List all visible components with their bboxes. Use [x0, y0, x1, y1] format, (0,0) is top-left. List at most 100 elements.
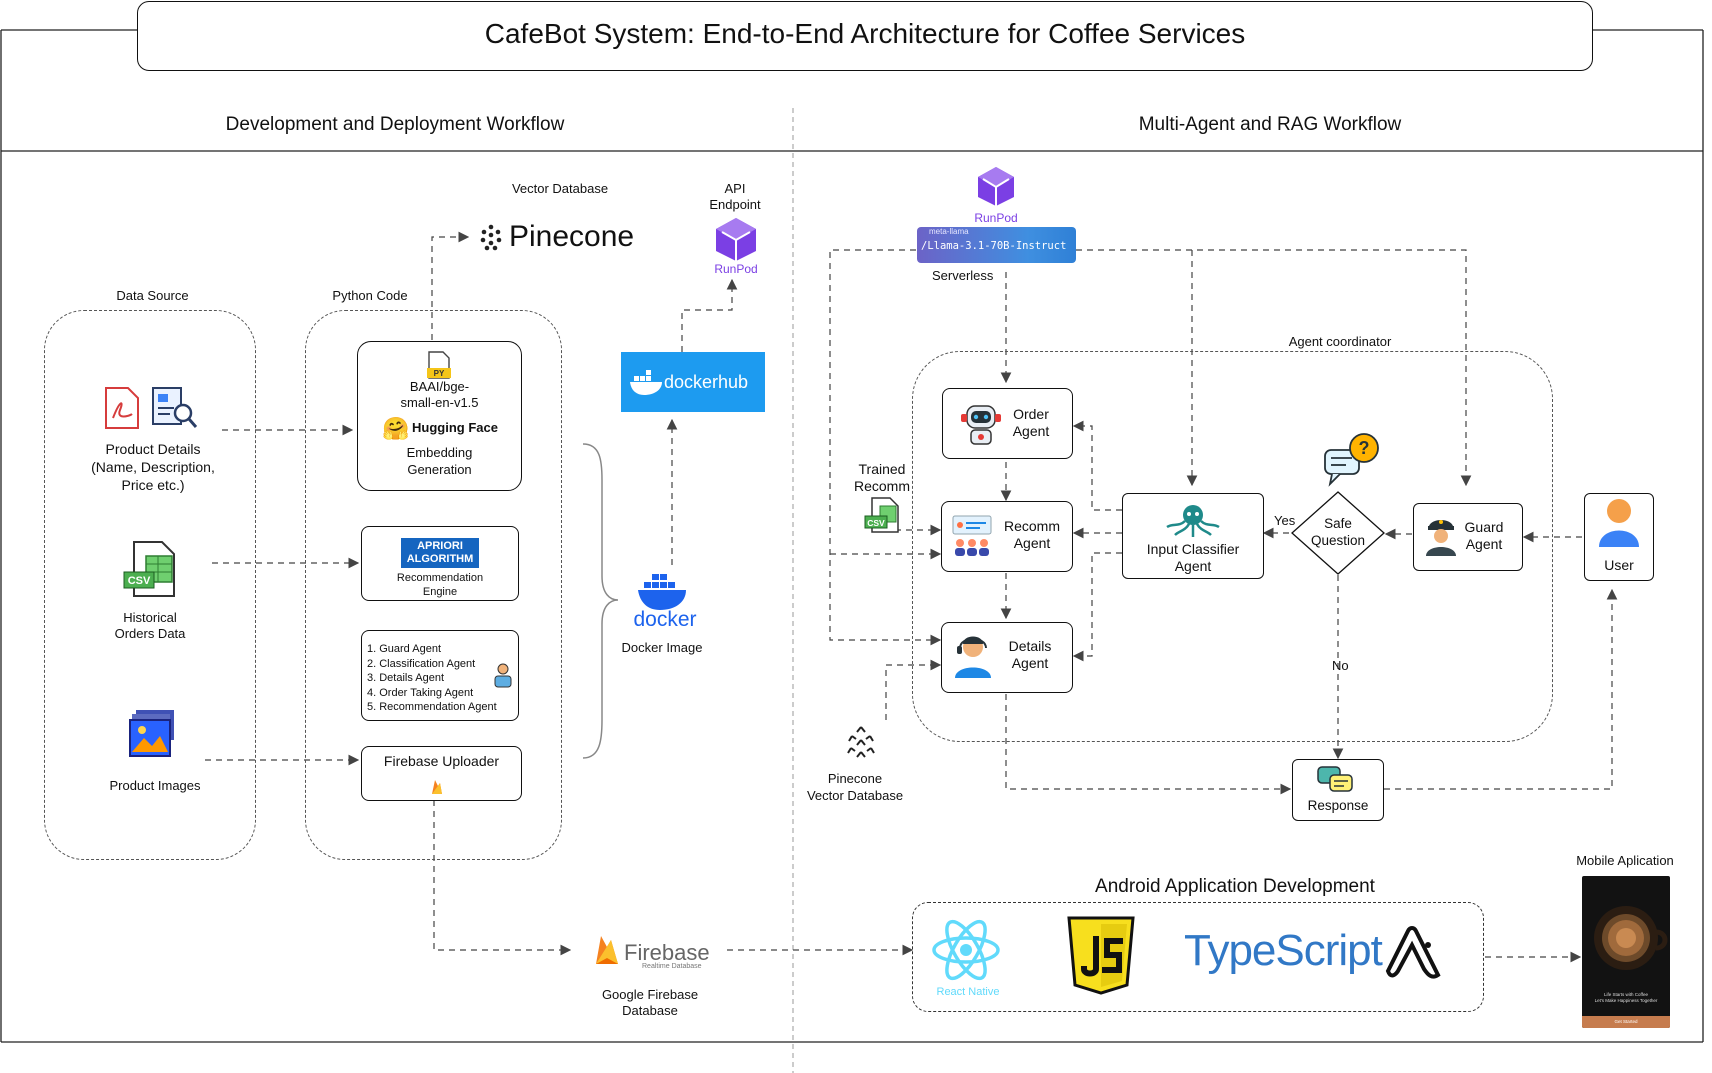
runpod-cube-icon	[716, 218, 756, 261]
agents-list-item: 3. Details Agent	[367, 672, 445, 684]
runpod-llm-logo-text: RunPod	[974, 211, 1018, 225]
question-chat-icon: ?	[1324, 433, 1379, 487]
pinecone-icon	[480, 224, 502, 251]
pdf-icon	[105, 387, 139, 429]
safe-question-label: Safe Question	[1310, 516, 1366, 548]
apriori-logo	[401, 538, 479, 568]
images-icon	[129, 710, 174, 757]
javascript-shield-icon	[1067, 916, 1135, 995]
no-label: No	[1332, 658, 1349, 673]
runpod-logo-text: RunPod	[714, 262, 758, 276]
agent-coordinator-group	[912, 351, 1553, 742]
pinecone-vector-icon	[847, 726, 875, 758]
react-native-label: React Native	[936, 986, 1000, 998]
docker-image-label: Docker Image	[621, 640, 703, 655]
mobile-get-started-button[interactable]	[1582, 1016, 1670, 1028]
llm-model-name: /Llama-3.1-70B-Instruct	[921, 240, 1067, 252]
docker-icon	[638, 574, 686, 610]
android-dev-group	[912, 902, 1484, 1012]
recomm-agent-box	[941, 501, 1073, 572]
python-code-label: Python Code	[332, 288, 408, 303]
react-icon	[932, 919, 1000, 981]
mobile-app-screenshot: Life Starts with Coffee Let's Make Happi…	[1582, 876, 1670, 1028]
trained-csv-icon: CSV	[864, 497, 899, 533]
firebase-logo-text: Firebase	[624, 940, 710, 965]
title-box	[137, 1, 1593, 71]
product-images-label: Product Images	[109, 778, 201, 793]
data-source-label: Data Source	[116, 288, 189, 303]
robot-icon	[961, 405, 1001, 445]
llm-model-org: meta-llama	[929, 227, 969, 236]
response-label: Response	[1307, 798, 1369, 813]
dockerhub-logo-text: dockerhub	[664, 372, 749, 392]
input-classifier-label: Input Classifier Agent	[1146, 541, 1240, 574]
police-guard-icon	[1426, 520, 1456, 556]
svg-text:?: ?	[1359, 438, 1370, 458]
mobile-tagline: Life Starts with Coffee Let's Make Happi…	[1594, 992, 1658, 1003]
csv-file-icon: CSV	[123, 541, 175, 597]
yes-label: Yes	[1274, 513, 1296, 528]
right-section-heading: Multi-Agent and RAG Workflow	[1138, 114, 1402, 135]
recommendation-team-icon	[952, 515, 992, 556]
mobile-get-started-label: Get Started	[1614, 1019, 1638, 1024]
embedding-generation-box	[357, 341, 522, 491]
agents-list-item: 2. Classification Agent	[367, 657, 476, 670]
guard-agent-box	[1413, 503, 1523, 571]
user-icon	[1599, 499, 1639, 547]
svg-text:CSV: CSV	[128, 575, 151, 587]
agents-list-box	[361, 630, 519, 721]
android-dev-heading: Android Application Development	[1095, 876, 1375, 897]
pinecone-logo-text: Pinecone	[509, 220, 635, 253]
agents-list-item: 1. Guard Agent	[367, 643, 441, 655]
google-firebase-label: Google Firebase Database	[601, 987, 699, 1018]
embedding-generation-label: Embedding Generation	[406, 445, 473, 477]
order-agent-box	[942, 388, 1073, 459]
agent-coordinator-label: Agent coordinator	[1288, 334, 1392, 349]
support-agent-icon	[955, 636, 991, 678]
response-chat-icon	[1317, 766, 1353, 792]
guard-agent-label: Guard Agent	[1464, 519, 1504, 552]
python-code-group	[305, 310, 562, 860]
pinecone-vector-db-label: Pinecone Vector Database	[806, 771, 904, 803]
recommendation-engine-label: Recommendation Engine	[396, 572, 484, 598]
vector-database-label: Vector Database	[511, 181, 609, 196]
developer-icon	[494, 663, 512, 688]
firebase-subtitle: Realtime Database	[642, 963, 702, 970]
api-endpoint-label: API Endpoint	[709, 181, 761, 212]
firebase-flame-icon	[432, 780, 442, 794]
svg-text:CSV: CSV	[867, 518, 885, 528]
order-agent-label: Order Agent	[1012, 406, 1050, 439]
document-search-icon	[152, 387, 198, 428]
mobile-app-label: Mobile Aplication	[1576, 853, 1674, 868]
agents-list-item: 5. Recommendation Agent	[367, 701, 497, 713]
data-source-group	[44, 310, 256, 860]
octopus-icon	[1166, 505, 1220, 537]
page-title: CafeBot System: End-to-End Architecture …	[484, 18, 1246, 49]
docker-whale-icon	[630, 370, 662, 395]
agents-list-item: 4. Order Taking Agent	[367, 686, 474, 699]
apriori-logo-text: APRIORI ALGORITHM	[406, 540, 474, 565]
python-file-icon: PY	[427, 351, 451, 379]
serverless-label: Serverless	[932, 268, 994, 283]
expo-icon	[1385, 926, 1441, 979]
coffee-cup-image	[1594, 906, 1668, 970]
details-agent-label: Details Agent	[1008, 638, 1052, 671]
safe-question-diamond	[1291, 491, 1385, 575]
user-label: User	[1604, 557, 1634, 573]
firebase-uploader-label: Firebase Uploader	[383, 753, 500, 769]
embedding-model-label: BAAI/bge- small-en-v1.5	[400, 379, 479, 410]
recomm-agent-label: Recomm Agent	[1003, 518, 1060, 551]
typescript-logo-text: TypeScript	[1184, 926, 1383, 975]
runpod-cube-icon-llm	[978, 167, 1014, 206]
trained-recomm-label: Trained Recomm	[853, 461, 910, 494]
hugging-face-icon: 🤗	[382, 416, 410, 441]
product-details-label: Product Details (Name, Description, Pric…	[91, 441, 215, 493]
hugging-face-label: Hugging Face	[412, 420, 498, 435]
llm-model-badge	[917, 227, 1076, 263]
docker-logo-text: docker	[633, 608, 697, 631]
historical-orders-label: Historical Orders Data	[114, 610, 186, 641]
details-agent-box	[941, 622, 1073, 693]
agents-list: 1. Guard Agent 2. Classification Agent 3…	[367, 642, 497, 715]
